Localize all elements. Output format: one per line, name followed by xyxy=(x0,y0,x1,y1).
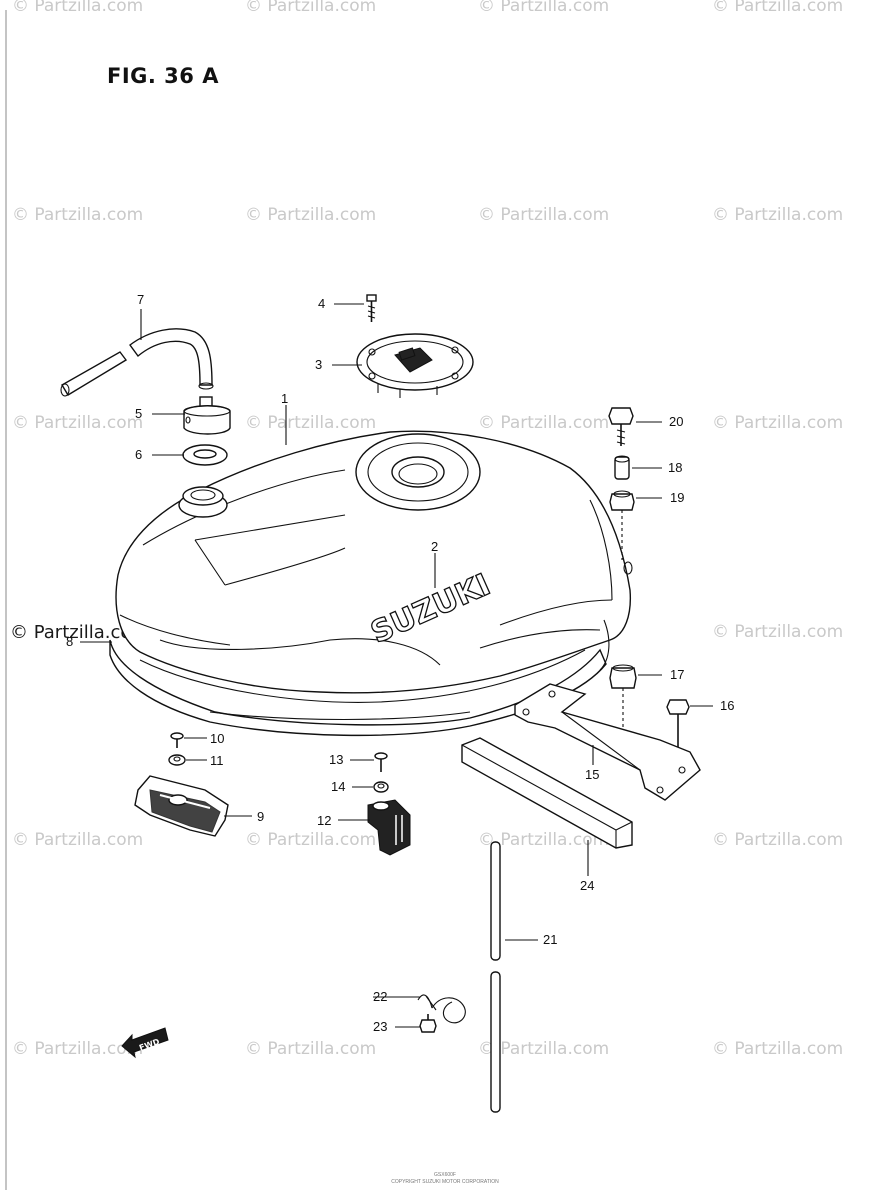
rubber-cushion xyxy=(367,799,411,856)
fuel-tank: SUZUKI xyxy=(109,430,633,737)
callout-22: 22 xyxy=(373,989,388,1004)
callout-10: 10 xyxy=(210,731,225,746)
callout-3: 3 xyxy=(315,357,323,372)
callout-5: 5 xyxy=(135,406,143,421)
cap-screw xyxy=(366,294,377,322)
callout-11: 11 xyxy=(210,753,224,768)
callout-12: 12 xyxy=(317,813,332,828)
cushion xyxy=(609,490,635,511)
hose-clip xyxy=(417,994,466,1024)
callout-18: 18 xyxy=(668,460,683,475)
footer-note: GSX600F COPYRIGHT SUZUKI MOTOR CORPORATI… xyxy=(380,1172,510,1186)
callout-8: 8 xyxy=(66,634,74,649)
mounting-bolt xyxy=(608,407,634,446)
drain-hose xyxy=(490,841,501,1113)
callout-21: 21 xyxy=(543,932,558,947)
spacer xyxy=(614,455,630,480)
callout-14: 14 xyxy=(331,779,346,794)
callout-1: 1 xyxy=(281,391,289,406)
leader-lines xyxy=(80,303,713,1028)
washer xyxy=(168,754,186,766)
callout-6: 6 xyxy=(135,447,143,462)
callout-24: 24 xyxy=(580,878,595,893)
callout-15: 15 xyxy=(585,767,600,782)
washer xyxy=(182,444,228,466)
watermark: © Partzilla.com xyxy=(478,413,610,433)
cushion-strip xyxy=(461,737,633,849)
watermark: © Partzilla.com xyxy=(712,1039,844,1059)
callout-2: 2 xyxy=(431,539,439,554)
watermark: © Partzilla.com xyxy=(712,413,844,433)
watermark: © Partzilla.com xyxy=(12,413,144,433)
figure-title: FIG. 36 A xyxy=(107,64,219,88)
watermark: © Partzilla.com xyxy=(245,830,377,850)
callout-20: 20 xyxy=(669,414,684,429)
washer xyxy=(373,781,389,793)
cushion xyxy=(609,664,637,689)
watermark: © Partzilla.com xyxy=(12,1039,144,1059)
callout-9: 9 xyxy=(257,809,265,824)
watermark: © Partzilla.com xyxy=(12,0,144,16)
watermark: © Partzilla.com xyxy=(478,0,610,16)
watermark: © Partzilla.com xyxy=(712,622,844,642)
footer-line: GSX600F xyxy=(434,1172,456,1178)
watermark: © Partzilla.com xyxy=(12,205,144,225)
callout-19: 19 xyxy=(670,490,685,505)
watermark: © Partzilla.com xyxy=(245,1039,377,1059)
watermark: © Partzilla.com xyxy=(478,1039,610,1059)
footer-line: COPYRIGHT SUZUKI MOTOR CORPORATION xyxy=(391,1179,499,1185)
tank-bracket xyxy=(514,683,701,801)
watermark: © Partzilla.com xyxy=(245,413,377,433)
watermark: © Partzilla.com xyxy=(712,0,844,16)
breather-valve xyxy=(183,396,231,435)
watermark: © Partzilla.com xyxy=(245,0,377,16)
watermark: © Partzilla.com xyxy=(478,205,610,225)
screw xyxy=(170,732,184,748)
watermark: © Partzilla.com xyxy=(478,830,610,850)
callout-13: 13 xyxy=(329,752,344,767)
watermark: © Partzilla.com xyxy=(12,830,144,850)
clip-screw xyxy=(419,1014,437,1033)
watermark: © Partzilla.com xyxy=(245,205,377,225)
watermark: © Partzilla.com xyxy=(712,205,844,225)
fuel-cap xyxy=(356,333,474,398)
callout-16: 16 xyxy=(720,698,735,713)
fwd-arrow-icon: FWD xyxy=(121,1027,169,1059)
breather-hose xyxy=(60,328,214,397)
watermark: © Partzilla.com xyxy=(712,830,844,850)
screw xyxy=(374,752,388,772)
callout-17: 17 xyxy=(670,667,685,682)
callout-23: 23 xyxy=(373,1019,388,1034)
rubber-cushion xyxy=(134,775,229,837)
watermark: © Partzilla.com xyxy=(10,622,149,643)
callout-4: 4 xyxy=(318,296,326,311)
callout-7: 7 xyxy=(137,292,145,307)
